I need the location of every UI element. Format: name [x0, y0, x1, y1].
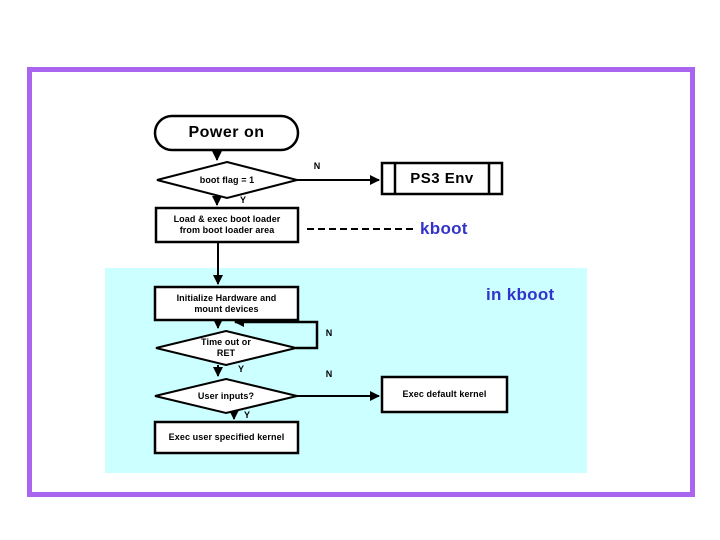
user-inputs-diamond: [154, 377, 298, 415]
boot-flag-diamond: [156, 160, 298, 200]
timeout-loop-arrow: [234, 317, 319, 350]
load-boot-loader-box: [154, 206, 300, 244]
slide-border: [27, 67, 695, 497]
init-hardware-box: [153, 285, 300, 322]
ps3-env-box: [380, 161, 504, 196]
exec-user-kernel-box: [153, 420, 300, 455]
power-on-terminator: [153, 114, 300, 152]
exec-default-kernel-box: [380, 375, 509, 414]
timeout-diamond: [155, 329, 297, 367]
